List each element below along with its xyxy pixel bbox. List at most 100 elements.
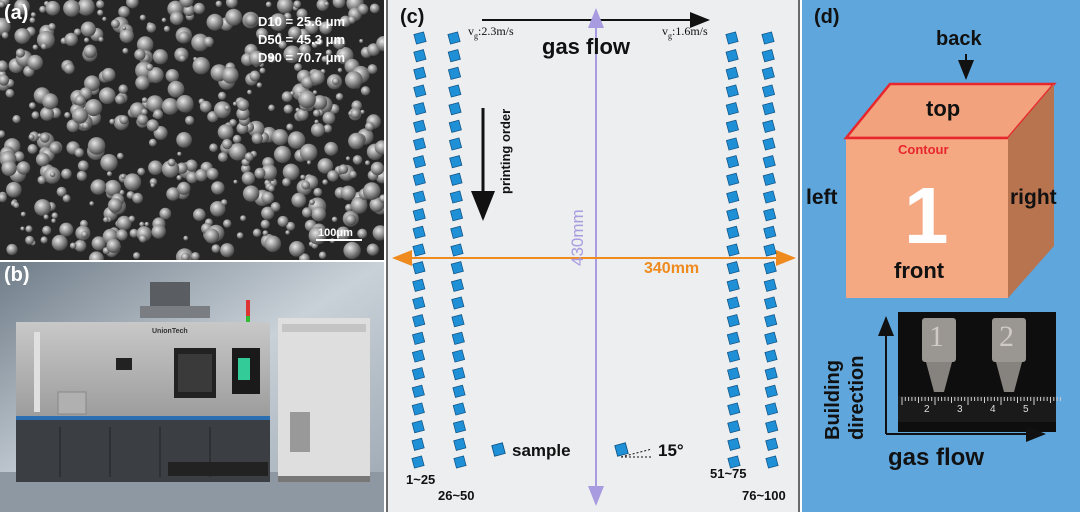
powder-particle bbox=[298, 43, 311, 57]
powder-particle bbox=[122, 26, 127, 31]
powder-particle bbox=[176, 95, 194, 113]
powder-particle bbox=[29, 17, 36, 24]
sample-square bbox=[413, 119, 427, 133]
powder-particle bbox=[139, 14, 146, 21]
sample-square bbox=[726, 331, 740, 345]
powder-particle bbox=[236, 232, 244, 239]
powder-particle bbox=[6, 181, 22, 198]
column-label-1-25: 1~25 bbox=[406, 472, 436, 487]
gas-velocity-right: vg:1.6m/s bbox=[662, 24, 708, 40]
sample-square bbox=[726, 314, 740, 328]
photo-number-2: 2 bbox=[999, 320, 1014, 353]
powder-particle bbox=[225, 8, 243, 26]
cube-number-label: 1 bbox=[904, 171, 949, 260]
powder-particle bbox=[0, 60, 8, 72]
sample-square bbox=[452, 402, 466, 416]
powder-particle bbox=[193, 2, 205, 15]
powder-particle bbox=[0, 193, 7, 203]
powder-particle bbox=[25, 225, 33, 233]
powder-particle bbox=[119, 189, 125, 196]
powder-particle bbox=[180, 252, 190, 260]
powder-particle bbox=[64, 32, 78, 47]
powder-particle bbox=[366, 243, 379, 256]
sample-square bbox=[451, 314, 465, 328]
sample-square bbox=[764, 331, 778, 345]
gas-velocity-left: vg:2.3m/s bbox=[468, 24, 514, 40]
powder-particle bbox=[350, 197, 368, 214]
powder-particle bbox=[285, 230, 290, 235]
sample-square bbox=[448, 119, 462, 133]
powder-particle bbox=[129, 102, 146, 119]
powder-particle bbox=[312, 95, 328, 110]
powder-particle bbox=[167, 158, 176, 167]
powder-particle bbox=[232, 134, 242, 144]
powder-particle bbox=[77, 160, 89, 172]
powder-particle bbox=[128, 215, 136, 223]
powder-particle bbox=[211, 244, 221, 254]
powder-particle bbox=[337, 67, 343, 73]
sample-square bbox=[761, 66, 775, 80]
powder-particle bbox=[35, 152, 50, 167]
powder-particle bbox=[192, 56, 210, 75]
powder-particle bbox=[229, 119, 237, 127]
powder-particle bbox=[283, 45, 302, 64]
sample-square bbox=[412, 278, 426, 292]
sample-square bbox=[449, 208, 464, 222]
powder-particle bbox=[336, 226, 351, 241]
powder-particle bbox=[260, 219, 270, 229]
powder-particle bbox=[14, 28, 31, 44]
sample-square bbox=[453, 455, 467, 469]
powder-particle bbox=[291, 192, 307, 208]
powder-particle bbox=[136, 36, 154, 53]
powder-particle bbox=[102, 16, 107, 22]
powder-particle bbox=[151, 224, 166, 239]
powder-particle bbox=[106, 238, 121, 253]
sample-square bbox=[726, 225, 740, 239]
sample-square bbox=[762, 172, 776, 186]
powder-particle bbox=[51, 218, 56, 224]
powder-particle bbox=[14, 151, 25, 162]
sample-square bbox=[726, 278, 740, 292]
sample-square bbox=[726, 155, 740, 169]
powder-particle bbox=[348, 16, 356, 24]
powder-particle bbox=[48, 23, 56, 31]
sample-square bbox=[727, 455, 741, 469]
powder-particle bbox=[206, 167, 219, 180]
sample-square bbox=[451, 331, 465, 345]
powder-particle bbox=[379, 194, 384, 203]
powder-particle bbox=[345, 214, 357, 226]
powder-particle bbox=[49, 142, 61, 154]
sample-square bbox=[725, 49, 739, 63]
sample-specimen-2 bbox=[992, 318, 1026, 392]
powder-particle bbox=[343, 241, 361, 260]
sample-square bbox=[761, 49, 775, 63]
powder-particle bbox=[256, 27, 268, 40]
powder-particle bbox=[87, 137, 106, 155]
column-label-76-100: 76~100 bbox=[742, 488, 786, 503]
sample-square bbox=[727, 402, 741, 416]
powder-particle bbox=[177, 181, 191, 195]
powder-particle bbox=[147, 67, 164, 84]
powder-particle bbox=[119, 28, 134, 43]
panel-a-sem-image: (a) D10 = 25.6 μm D50 = 45.3 μm D90 = 70… bbox=[0, 0, 384, 260]
sample-square bbox=[726, 190, 740, 204]
powder-particle bbox=[286, 123, 294, 131]
powder-particle bbox=[249, 70, 261, 82]
powder-particle bbox=[324, 1, 330, 7]
powder-particle bbox=[191, 252, 200, 260]
powder-particle bbox=[74, 239, 87, 252]
building-direction-label-1: Building bbox=[822, 360, 844, 440]
powder-particle bbox=[14, 0, 30, 15]
powder-particle bbox=[323, 124, 333, 133]
powder-particle bbox=[153, 109, 164, 120]
powder-particle bbox=[115, 94, 125, 105]
powder-particle bbox=[193, 208, 206, 221]
powder-particle bbox=[51, 234, 68, 251]
powder-particle bbox=[81, 231, 88, 238]
powder-particle bbox=[141, 108, 148, 116]
powder-particle bbox=[77, 0, 95, 16]
sample-square bbox=[726, 261, 740, 275]
powder-particle bbox=[357, 228, 368, 239]
powder-particle bbox=[63, 0, 81, 17]
machine-brand-label: UnionTech bbox=[152, 328, 188, 335]
